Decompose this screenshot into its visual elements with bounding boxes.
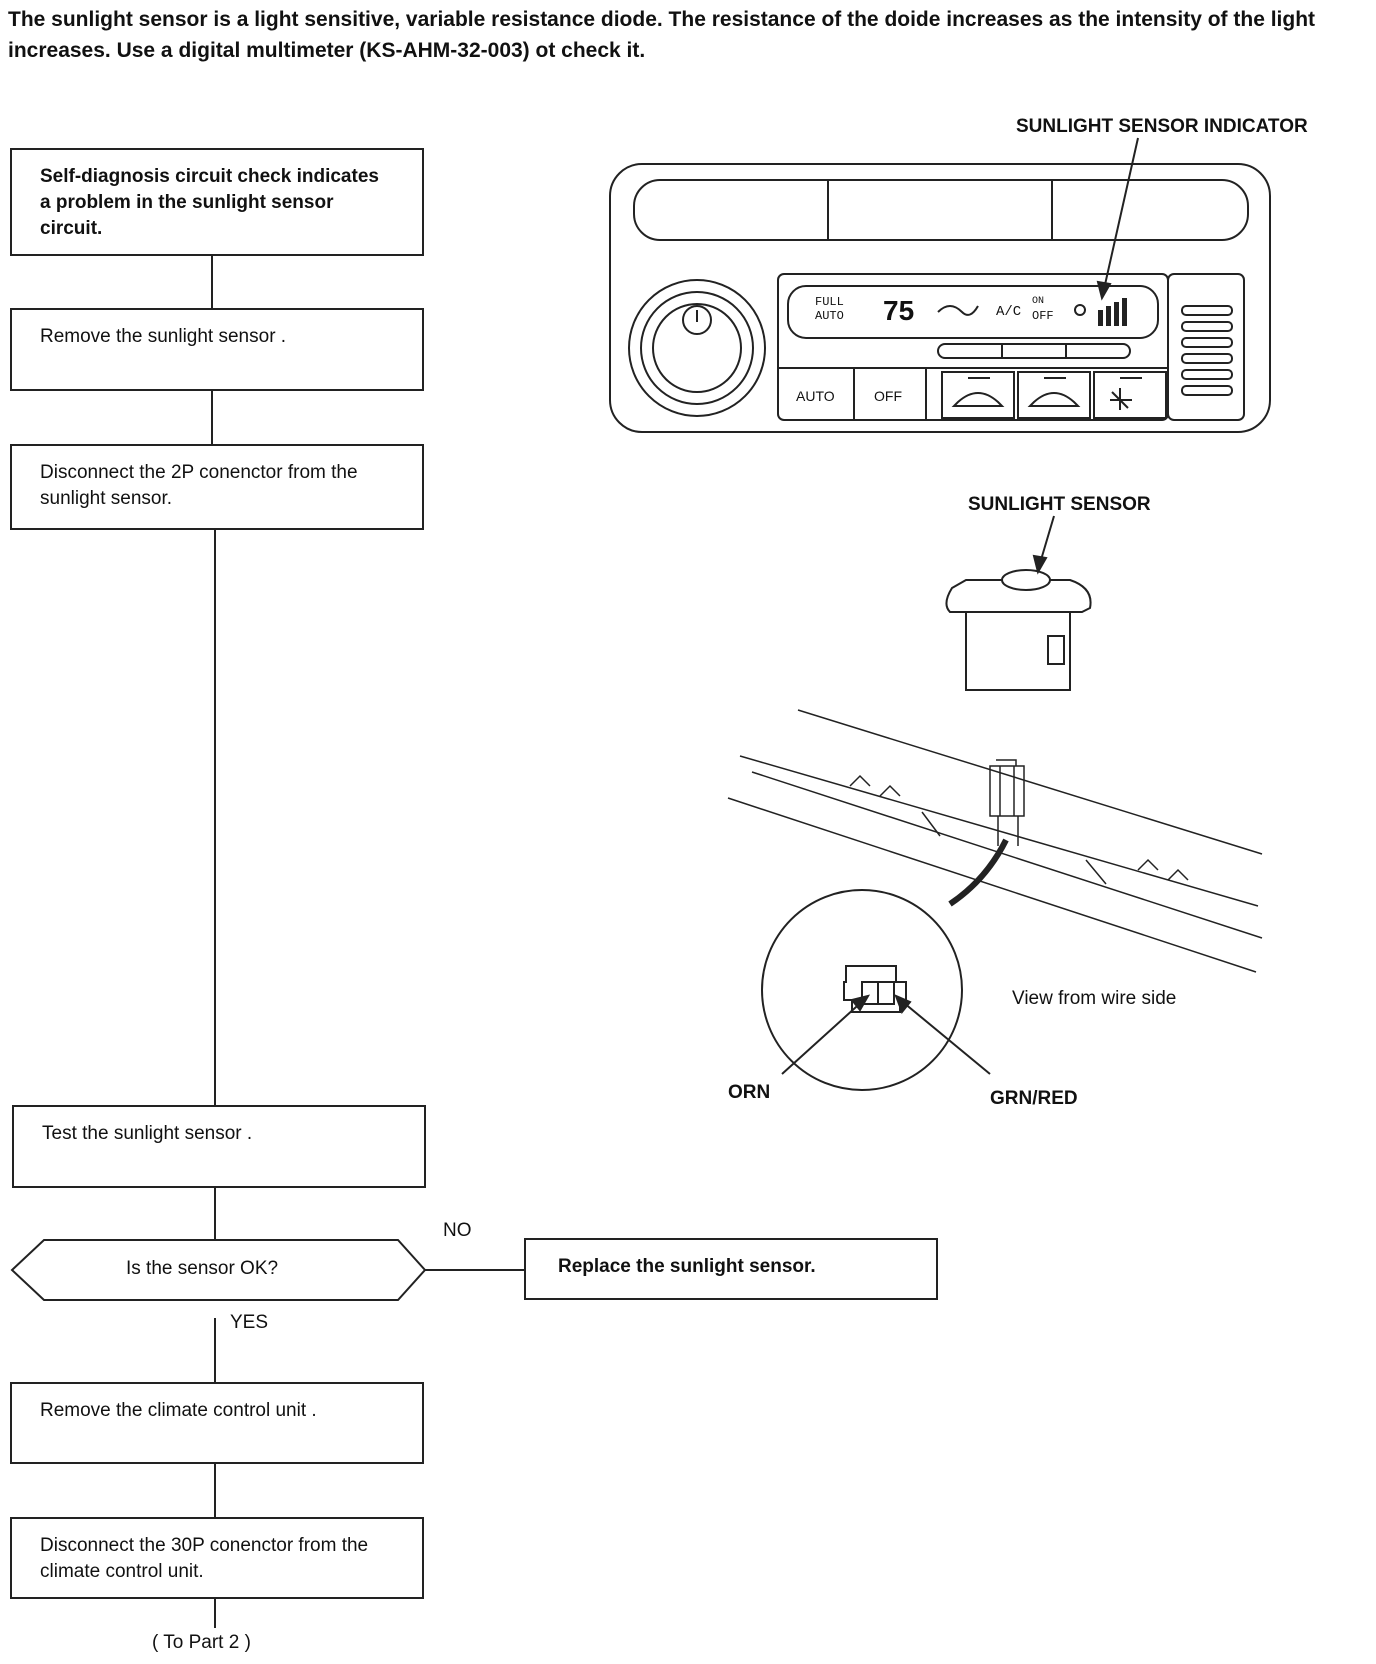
decision-no-label: NO — [443, 1220, 472, 1241]
sensor-label: SUNLIGHT SENSOR — [968, 494, 1151, 515]
panel-auto-text: AUTO — [815, 309, 844, 323]
indicator-label: SUNLIGHT SENSOR INDICATOR — [1016, 116, 1308, 137]
intro-text: The sunlight sensor is a light sensitive… — [8, 8, 1316, 62]
view-label: View from wire side — [1012, 988, 1177, 1009]
flow-to-part-2: ( To Part 2 ) — [152, 1632, 251, 1653]
panel-on-text: ON — [1032, 296, 1045, 307]
zoom-circle — [761, 889, 991, 1091]
sunlight-indicator-bars — [1098, 298, 1127, 326]
panel-off-text: OFF — [1032, 309, 1054, 323]
flow-step-remove-sensor: Remove the sunlight sensor . — [10, 308, 424, 391]
climate-control-panel-illustration — [609, 137, 1271, 433]
panel-full-text: FULL — [815, 295, 844, 309]
panel-off-button: OFF — [874, 388, 902, 404]
flow-step-disconnect-30p: Disconnect the 30P conenctor from the cl… — [10, 1517, 424, 1599]
panel-ac-text: A/C — [996, 304, 1022, 320]
flow-step-replace-sensor: Replace the sunlight sensor. — [524, 1238, 938, 1300]
flow-step-disconnect-2p: Disconnect the 2P conenctor from the sun… — [10, 444, 424, 530]
decision-yes-label: YES — [230, 1312, 269, 1333]
flow-step-remove-climate-unit: Remove the climate control unit . — [10, 1382, 424, 1464]
wire-orn-label: ORN — [728, 1082, 771, 1103]
sunlight-sensor-illustration — [945, 515, 1092, 691]
decision-shape — [10, 1239, 427, 1301]
panel-auto-button: AUTO — [796, 388, 835, 404]
flow-step-test-sensor: Test the sunlight sensor . — [12, 1105, 426, 1188]
dashboard-cross-section — [727, 709, 1263, 973]
decision-text: Is the sensor OK? — [126, 1258, 279, 1279]
flow-connectors — [211, 256, 524, 1628]
sensor-wire — [948, 838, 1009, 907]
flow-step-self-diagnosis: Self-diagnosis circuit check indicates a… — [10, 148, 424, 256]
wire-grn-red-label: GRN/RED — [990, 1088, 1078, 1109]
panel-temperature: 75 — [883, 295, 915, 326]
